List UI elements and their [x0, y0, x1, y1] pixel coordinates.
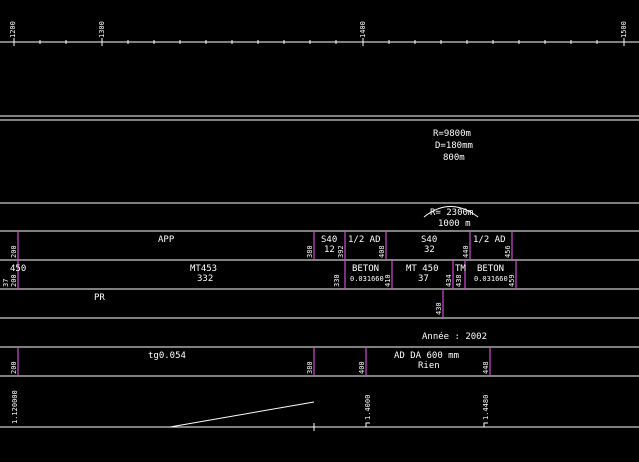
layer1-s40b-count: 32	[424, 245, 435, 255]
layer1-mark-392: 392	[337, 245, 345, 258]
layer2-beton-value: 0.031660	[350, 275, 384, 283]
pk-label-end: 1.4480	[482, 395, 490, 420]
layer3-pr-label: PR	[94, 293, 105, 303]
ruler-tick-1300: 1300	[98, 21, 106, 38]
layer1-half-ad-b-label: 1/2 AD	[473, 235, 506, 245]
layer4-slope-label: tg0.054	[148, 351, 186, 361]
layer1-half-ad-label: 1/2 AD	[348, 235, 381, 245]
layer4-ad-sub: Rien	[418, 361, 440, 371]
layer2-beton-b-value: 0.031660	[474, 275, 508, 283]
layer1-mark-200: 200	[10, 245, 18, 258]
layer-3-band: PR 430	[94, 289, 444, 318]
ruler-tick-1400: 1400	[359, 21, 367, 38]
layer1-s40-label: S40	[321, 235, 337, 245]
layer2-beton-label: BETON	[352, 264, 379, 274]
layer4-mark-400: 400	[358, 361, 366, 374]
layer2-mt450-label: MT 450	[406, 264, 439, 274]
curve-parameters: R=9800m D=180mm 800m	[433, 129, 473, 163]
layer-4-band: tg0.054 AD DA 600 mm Rien 200 380 400 44…	[10, 347, 491, 376]
layer1-app-label: APP	[158, 235, 175, 245]
layer2-tm-label: TM	[455, 264, 466, 274]
layer-2-band: 450 MT453 332 BETON 0.031660 MT 450 37 T…	[2, 260, 517, 289]
layer2-left-label: 450	[10, 264, 26, 274]
layer3-mark-430: 430	[435, 302, 443, 315]
pk-label-mid: 1.4000	[364, 395, 372, 420]
profile-radius: R= 2300m	[430, 208, 473, 218]
layer2-mt453-label: MT453	[190, 264, 217, 274]
layer2-mark-37: 37	[2, 279, 10, 287]
layer2-mark-434: 434	[445, 274, 453, 287]
top-ruler: 1200 1300 1400 1500	[0, 21, 639, 46]
layer2-mark-438: 438	[455, 274, 463, 287]
layer4-ad-label: AD DA 600 mm	[394, 351, 459, 361]
layer1-mark-408: 408	[378, 245, 386, 258]
layer1-s40-count: 12	[324, 245, 335, 255]
layer2-mark-410: 410	[384, 274, 392, 287]
curve-radius: R=9800m	[433, 129, 471, 139]
layer2-mark-200: 200	[10, 274, 18, 287]
ruler-tick-1500: 1500	[620, 21, 628, 38]
curve-cant: D=180mm	[435, 141, 473, 151]
layer1-mark-440: 440	[462, 245, 470, 258]
layer1-mark-380: 380	[306, 245, 314, 258]
layer4-mark-380: 380	[306, 361, 314, 374]
layer1-s40b-label: S40	[421, 235, 437, 245]
layer2-beton-b-label: BETON	[477, 264, 504, 274]
layer2-mark-459: 459	[508, 274, 516, 287]
ruler-tick-1200: 1200	[9, 21, 17, 38]
profile-length: 1000 m	[438, 219, 471, 229]
layer4-mark-200: 200	[10, 361, 18, 374]
layer2-mt453-count: 332	[197, 274, 213, 284]
layer2-mark-330: 330	[333, 274, 341, 287]
band-separators	[0, 115, 639, 428]
layer4-mark-448: 448	[482, 361, 490, 374]
pk-band: 1.120000 1.4000 1.4480	[11, 390, 490, 431]
profile-vertical-curve: R= 2300m 1000 m	[423, 206, 479, 229]
curve-length: 800m	[443, 153, 465, 163]
layer1-mark-456: 456	[504, 245, 512, 258]
layer-1-band: APP S40 12 1/2 AD S40 32 1/2 AD 200 380 …	[10, 231, 513, 260]
pk-label-start: 1.120000	[11, 390, 19, 424]
year-label: Année : 2002	[422, 331, 487, 342]
layer2-mt450-count: 37	[418, 274, 429, 284]
